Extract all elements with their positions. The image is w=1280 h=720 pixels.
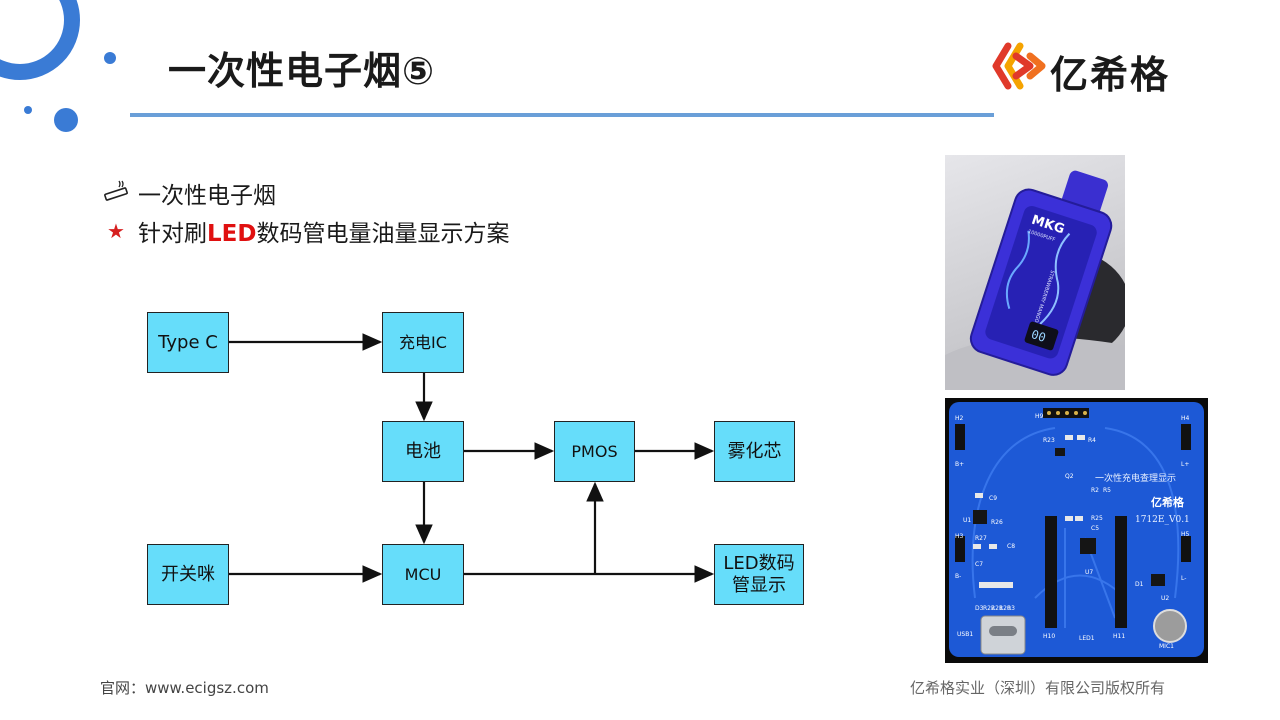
svg-text:H4: H4 <box>1181 415 1190 422</box>
node-charge-ic: 充电IC <box>382 312 464 373</box>
bullet-text: 针对刷LED数码管电量油量显示方案 <box>138 214 509 248</box>
bullet-text-post: 数码管电量油量显示方案 <box>256 221 510 247</box>
bullet-text-highlight: LED <box>207 221 257 247</box>
device-screen <box>1024 321 1059 351</box>
svg-text:L+: L+ <box>1181 461 1189 468</box>
pcb-board <box>949 402 1204 657</box>
svg-text:C7: C7 <box>975 561 983 568</box>
footer-website: 官网：www.ecigsz.com <box>100 679 269 697</box>
svg-text:R5: R5 <box>1103 487 1111 494</box>
node-pmos: PMOS <box>554 421 635 482</box>
decor-ring <box>0 0 80 80</box>
header-h10 <box>1045 516 1057 628</box>
node-battery: 电池 <box>382 421 464 482</box>
svg-text:R25: R25 <box>1091 515 1103 522</box>
slide-title: 一次性电子烟⑤ <box>168 49 436 93</box>
company-logo: 亿希格 <box>990 38 1210 97</box>
pcb-version: 1712E_V0.1 <box>1135 515 1190 525</box>
svg-text:C8: C8 <box>1007 543 1015 550</box>
pcb-title: 一次性充电查理显示 <box>1095 472 1176 484</box>
node-switch: 开关咪 <box>147 544 229 605</box>
svg-text:H11: H11 <box>1113 633 1125 640</box>
node-led-display: LED数码 管显示 <box>714 544 804 605</box>
svg-text:R26: R26 <box>991 519 1003 526</box>
svg-text:D1: D1 <box>1135 581 1144 588</box>
svg-text:H10: H10 <box>1043 633 1055 640</box>
svg-text:MIC1: MIC1 <box>1159 643 1174 650</box>
bullet-item: 一次性电子烟 <box>102 176 276 210</box>
svg-text:H3: H3 <box>955 533 964 540</box>
svg-text:H2: H2 <box>955 415 964 422</box>
cigarette-icon <box>102 179 130 207</box>
svg-text:LED1: LED1 <box>1079 635 1095 642</box>
node-atomizer: 雾化芯 <box>714 421 795 482</box>
svg-text:U7: U7 <box>1085 569 1093 576</box>
decor-dot <box>54 108 78 132</box>
svg-text:R21: R21 <box>991 605 1003 612</box>
svg-text:C5: C5 <box>1091 525 1099 532</box>
svg-text:C9: C9 <box>989 495 997 502</box>
svg-text:R4: R4 <box>1088 437 1096 444</box>
svg-text:U1: U1 <box>963 517 971 524</box>
mcu-chip <box>1080 538 1096 554</box>
header-h11 <box>1115 516 1127 628</box>
decor-dot <box>24 106 32 114</box>
svg-text:H5: H5 <box>1181 531 1190 538</box>
node-mcu: MCU <box>382 544 464 605</box>
svg-text:R2: R2 <box>1091 487 1099 494</box>
mic-sensor <box>1153 609 1187 643</box>
svg-text:H9: H9 <box>1035 413 1044 420</box>
title-underline <box>130 113 994 117</box>
svg-text:B+: B+ <box>955 461 964 468</box>
svg-text:D3: D3 <box>975 605 984 612</box>
bullet-text: 一次性电子烟 <box>138 183 276 209</box>
svg-text:U2: U2 <box>1161 595 1169 602</box>
svg-text:00: 00 <box>1029 327 1047 345</box>
svg-text:R22: R22 <box>983 605 995 612</box>
svg-text:B-: B- <box>955 573 961 580</box>
svg-text:R27: R27 <box>975 535 987 542</box>
svg-text:Q2: Q2 <box>1065 473 1074 480</box>
logo-text: 亿希格 <box>1050 53 1171 97</box>
node-typec: Type C <box>147 312 229 373</box>
bullet-item: ★ 针对刷LED数码管电量油量显示方案 <box>102 214 509 248</box>
bullet-text-pre: 针对刷 <box>138 221 207 247</box>
product-photo: MKG 10000PUFF STRAWBERRY MANGO ICE 00 <box>945 155 1125 390</box>
svg-text:R20: R20 <box>999 605 1011 612</box>
star-icon: ★ <box>107 219 125 243</box>
svg-text:R23: R23 <box>1043 437 1055 444</box>
decor-dot <box>104 52 116 64</box>
svg-text:R3: R3 <box>1007 605 1015 612</box>
corner-decoration <box>0 0 116 132</box>
svg-text:L-: L- <box>1181 575 1186 582</box>
svg-text:USB1: USB1 <box>957 631 973 638</box>
logo-mark-icon <box>992 42 1046 90</box>
footer-copyright: 亿希格实业（深圳）有限公司版权所有 <box>910 679 1166 697</box>
pcb-photo: H2 H9 H4 B+ L+ R23 R4 Q2 R2 R5 C9 U1 R26… <box>945 398 1208 663</box>
pcb-logo: 亿希格 <box>1151 495 1185 509</box>
